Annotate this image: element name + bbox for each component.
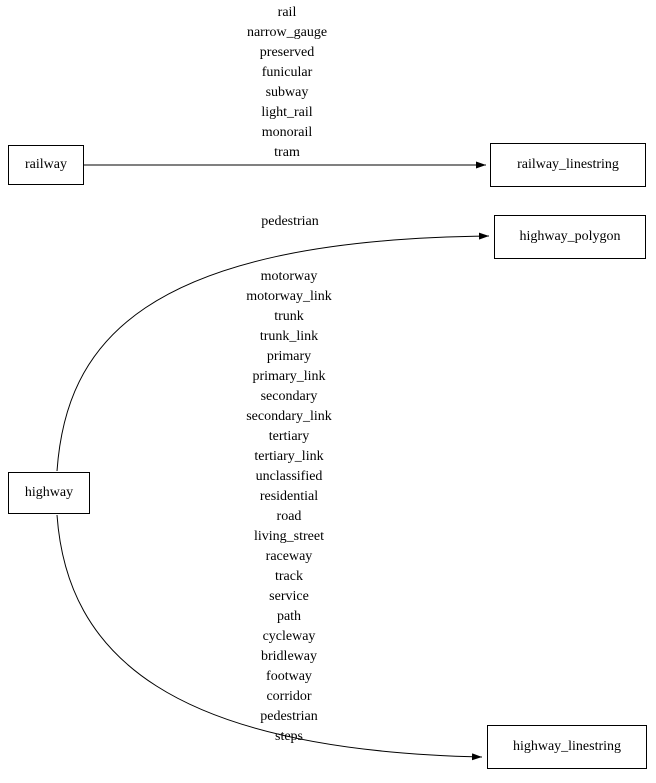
node-highway-linestring-label: highway_linestring — [512, 739, 622, 754]
node-highway-polygon-label: highway_polygon — [519, 229, 621, 244]
edge-highway-to-highway-polygon — [56, 232, 490, 472]
edge-label-railway-types: rail narrow_gauge preserved funicular su… — [246, 5, 328, 160]
node-railway-linestring-label: railway_linestring — [517, 157, 619, 172]
edge-label-highway-polygon-types: pedestrian — [261, 214, 319, 229]
edge-highway-to-highway-linestring — [56, 514, 483, 761]
node-railway: railway — [8, 145, 84, 185]
node-railway-label: railway — [25, 157, 67, 172]
node-highway: highway — [8, 472, 90, 514]
node-highway-polygon: highway_polygon — [494, 215, 646, 259]
node-highway-label: highway — [24, 485, 74, 500]
edge-label-highway-linestring-types: motorway motorway_link trunk trunk_link … — [246, 269, 332, 744]
node-railway-linestring: railway_linestring — [490, 143, 646, 187]
node-highway-linestring: highway_linestring — [487, 725, 647, 769]
